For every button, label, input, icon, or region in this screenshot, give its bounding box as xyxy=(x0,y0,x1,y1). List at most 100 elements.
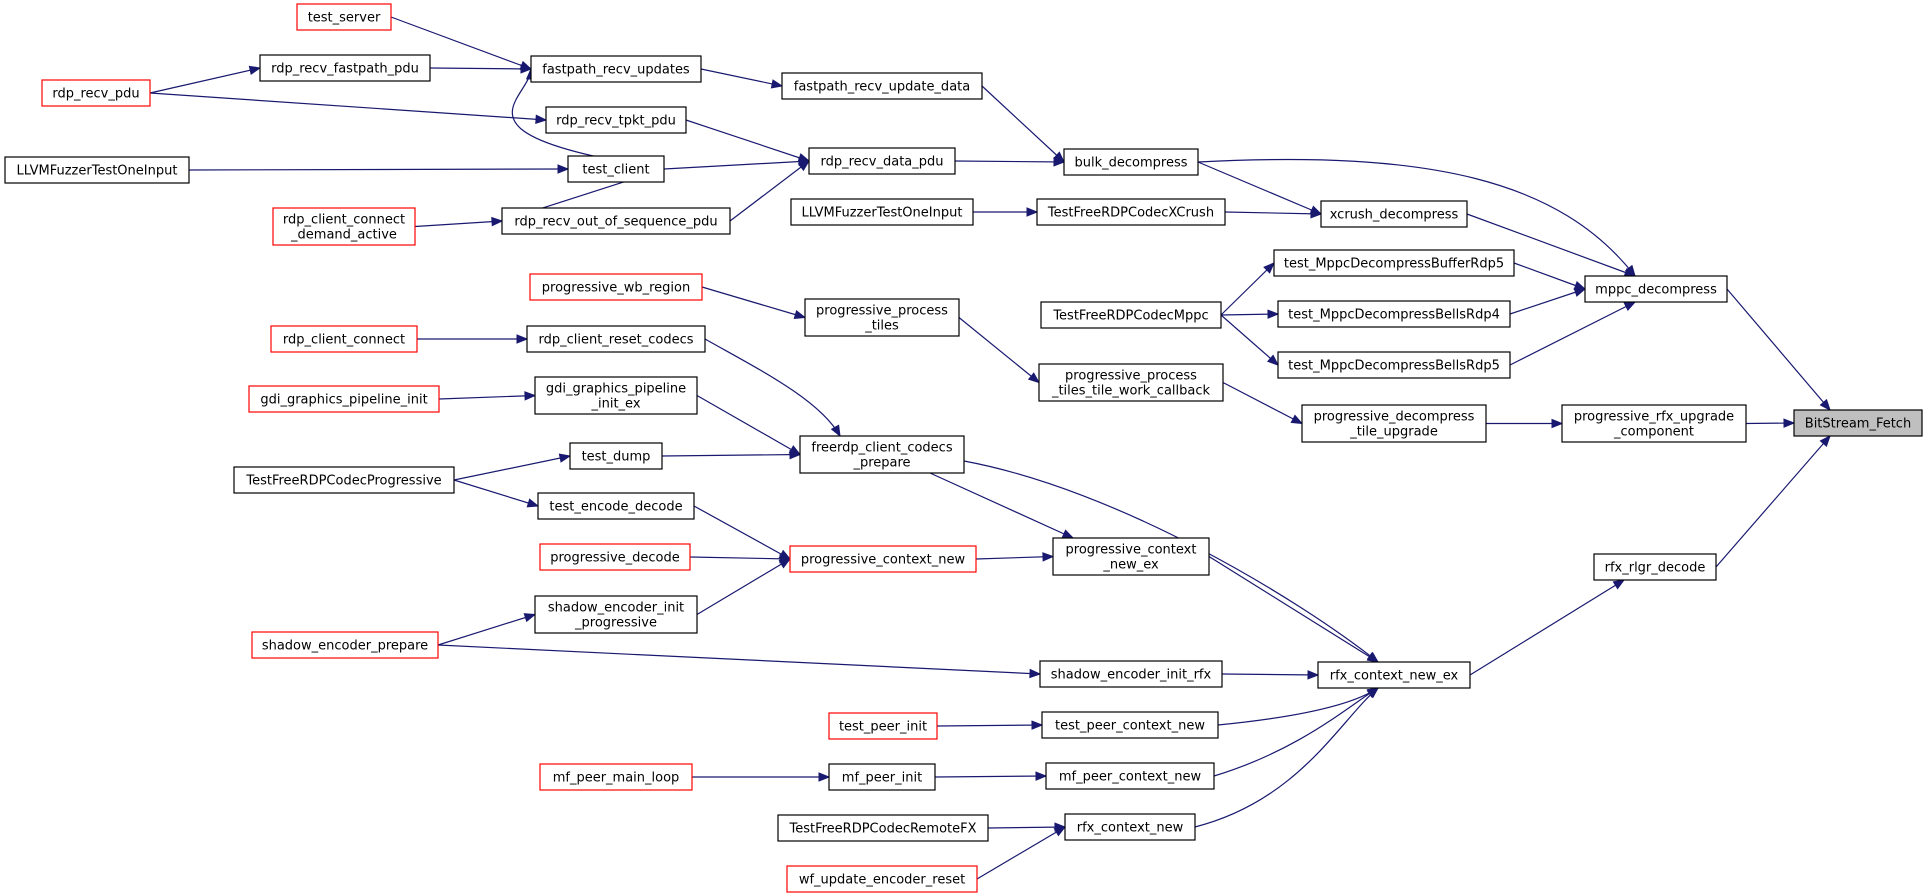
node-label: test_server xyxy=(308,11,381,26)
edge-test_peer_init-to-test_peer_context_new xyxy=(936,720,1044,730)
node-testfreerdpcodecremotefx[interactable]: TestFreeRDPCodecRemoteFX xyxy=(777,814,989,842)
node-gdi_graphics_pipeline_init_ex[interactable]: gdi_graphics_pipeline_init_ex xyxy=(534,376,698,415)
node-label: BitStream_Fetch xyxy=(1805,417,1911,432)
node-label: test_dump xyxy=(582,450,651,465)
edge-rdp_recv_pdu-to-rdp_recv_fastpath_pdu xyxy=(149,65,262,94)
edge-rfx_context_new-to-rfx_context_new_ex xyxy=(1194,687,1380,828)
node-progressive_rfx_upgrade_component[interactable]: progressive_rfx_upgrade_component xyxy=(1561,404,1747,443)
node-label: fastpath_recv_updates xyxy=(542,63,690,78)
node-label: progressive_decode xyxy=(550,551,680,566)
node-label: rdp_recv_pdu xyxy=(52,87,139,102)
node-label: progressive_process xyxy=(1065,369,1197,384)
edge-test_peer_context_new-to-rfx_context_new_ex xyxy=(1217,687,1380,726)
node-test_peer_context_new[interactable]: test_peer_context_new xyxy=(1041,711,1219,739)
node-testfreerdpcodecxcrush[interactable]: TestFreeRDPCodecXCrush xyxy=(1036,198,1226,226)
edge-progressive_context_new_ex-to-rfx_context_new_ex xyxy=(1208,555,1380,663)
node-rfx_rlgr_decode[interactable]: rfx_rlgr_decode xyxy=(1593,553,1717,581)
node-progressive_context_new[interactable]: progressive_context_new xyxy=(789,545,977,573)
node-label: progressive_process xyxy=(816,304,948,319)
node-gdi_graphics_pipeline_init[interactable]: gdi_graphics_pipeline_init xyxy=(248,385,440,413)
node-label: mf_peer_main_loop xyxy=(553,771,680,786)
edge-rfx_rlgr_decode-to-bitstream_fetch xyxy=(1715,434,1831,568)
node-progressive_decompress_tile_upgrade[interactable]: progressive_decompress_tile_upgrade xyxy=(1301,404,1487,443)
node-wf_update_encoder_reset[interactable]: wf_update_encoder_reset xyxy=(786,865,978,893)
edge-testfreerdpcodecprogressive-to-test_dump xyxy=(453,453,572,481)
node-label: _prepare xyxy=(852,456,910,471)
edge-test_encode_decode-to-progressive_context_new xyxy=(693,505,792,560)
node-progressive_process_tiles[interactable]: progressive_process_tiles xyxy=(804,298,960,337)
node-label: test_peer_context_new xyxy=(1055,719,1205,734)
node-fastpath_recv_update_data[interactable]: fastpath_recv_update_data xyxy=(781,72,983,100)
node-llvmfuzzertestoneinput_2[interactable]: LLVMFuzzerTestOneInput xyxy=(790,198,974,226)
node-test_mppcdecompressbufferrdp5[interactable]: test_MppcDecompressBufferRdp5 xyxy=(1273,249,1515,277)
node-label: progressive_rfx_upgrade xyxy=(1574,410,1734,425)
node-fastpath_recv_updates[interactable]: fastpath_recv_updates xyxy=(530,55,702,83)
node-xcrush_decompress[interactable]: xcrush_decompress xyxy=(1320,200,1468,228)
node-mf_peer_main_loop[interactable]: mf_peer_main_loop xyxy=(539,763,693,791)
edge-progressive_decompress_tile_upgrade-to-progressive_rfx_upgrade_component xyxy=(1486,418,1564,429)
node-rdp_recv_tpkt_pdu[interactable]: rdp_recv_tpkt_pdu xyxy=(545,106,687,134)
node-label: wf_update_encoder_reset xyxy=(799,873,965,888)
node-rdp_client_reset_codecs[interactable]: rdp_client_reset_codecs xyxy=(526,325,706,353)
node-rdp_client_connect_demand_active[interactable]: rdp_client_connect_demand_active xyxy=(272,207,416,246)
node-progressive_process_tiles_tile_work_callback[interactable]: progressive_process_tiles_tile_work_call… xyxy=(1038,363,1224,402)
node-label: _demand_active xyxy=(290,228,397,243)
node-rdp_recv_fastpath_pdu[interactable]: rdp_recv_fastpath_pdu xyxy=(259,54,431,82)
node-label: rdp_recv_fastpath_pdu xyxy=(271,62,419,77)
node-mf_peer_context_new[interactable]: mf_peer_context_new xyxy=(1045,762,1215,790)
edge-freerdp_client_codecs_prepare-to-progressive_context_new_ex xyxy=(929,472,1075,539)
node-rdp_client_connect[interactable]: rdp_client_connect xyxy=(270,325,418,353)
edge-gdi_graphics_pipeline_init-to-gdi_graphics_pipeline_init_ex xyxy=(438,391,537,401)
node-test_server[interactable]: test_server xyxy=(296,3,392,31)
node-rfx_context_new[interactable]: rfx_context_new xyxy=(1064,813,1196,841)
node-label: _tiles_tile_work_callback xyxy=(1051,384,1211,399)
node-rfx_context_new_ex[interactable]: rfx_context_new_ex xyxy=(1317,661,1471,689)
edge-rdp_recv_out_of_sequence_pdu-to-rdp_recv_data_pdu xyxy=(729,160,811,222)
node-mf_peer_init[interactable]: mf_peer_init xyxy=(828,763,936,791)
node-shadow_encoder_init_rfx[interactable]: shadow_encoder_init_rfx xyxy=(1039,660,1223,688)
edge-shadow_encoder_prepare-to-shadow_encoder_init_progressive xyxy=(437,613,537,646)
node-llvmfuzzertestoneinput_1[interactable]: LLVMFuzzerTestOneInput xyxy=(4,156,190,184)
node-label: test_MppcDecompressBufferRdp5 xyxy=(1284,257,1504,272)
edge-progressive_decode-to-progressive_context_new xyxy=(689,554,792,564)
edge-testfreerdpcodecxcrush-to-xcrush_decompress xyxy=(1224,209,1323,219)
node-label: freerdp_client_codecs xyxy=(811,441,952,456)
node-test_encode_decode[interactable]: test_encode_decode xyxy=(537,492,695,520)
edge-progressive_context_new-to-progressive_context_new_ex xyxy=(975,552,1055,562)
edge-shadow_encoder_init_rfx-to-rfx_context_new_ex xyxy=(1221,670,1320,680)
node-test_mppcdecompressbellsrdp5[interactable]: test_MppcDecompressBellsRdp5 xyxy=(1277,351,1511,379)
node-test_peer_init[interactable]: test_peer_init xyxy=(828,712,938,740)
node-label: xcrush_decompress xyxy=(1330,208,1459,223)
edge-mf_peer_main_loop-to-mf_peer_init xyxy=(692,772,831,782)
node-mppc_decompress[interactable]: mppc_decompress xyxy=(1584,275,1728,303)
node-shadow_encoder_init_progressive[interactable]: shadow_encoder_init_progressive xyxy=(534,595,698,634)
node-progressive_decode[interactable]: progressive_decode xyxy=(539,543,691,571)
node-progressive_wb_region[interactable]: progressive_wb_region xyxy=(529,273,703,301)
node-label: mppc_decompress xyxy=(1595,283,1717,298)
node-testfreerdpcodecprogressive[interactable]: TestFreeRDPCodecProgressive xyxy=(233,466,455,494)
node-label: rfx_rlgr_decode xyxy=(1605,561,1706,576)
node-label: _component xyxy=(1613,425,1694,440)
edge-gdi_graphics_pipeline_init_ex-to-freerdp_client_codecs_prepare xyxy=(696,394,802,456)
node-shadow_encoder_prepare[interactable]: shadow_encoder_prepare xyxy=(251,631,439,659)
node-testfreerdpcodecmppc[interactable]: TestFreeRDPCodecMppc xyxy=(1040,301,1222,329)
edge-shadow_encoder_prepare-to-shadow_encoder_init_rfx xyxy=(437,644,1042,679)
edge-testfreerdpcodecremotefx-to-rfx_context_new xyxy=(987,822,1067,832)
node-freerdp_client_codecs_prepare[interactable]: freerdp_client_codecs_prepare xyxy=(799,435,965,474)
node-rdp_recv_pdu[interactable]: rdp_recv_pdu xyxy=(41,79,151,107)
node-rdp_recv_out_of_sequence_pdu[interactable]: rdp_recv_out_of_sequence_pdu xyxy=(501,207,731,235)
node-progressive_context_new_ex[interactable]: progressive_context_new_ex xyxy=(1052,537,1210,576)
node-test_mppcdecompressbellsrdp4[interactable]: test_MppcDecompressBellsRdp4 xyxy=(1277,300,1511,328)
edge-mppc_decompress-to-bitstream_fetch xyxy=(1726,288,1831,412)
node-bulk_decompress[interactable]: bulk_decompress xyxy=(1063,148,1199,176)
edge-progressive_process_tiles_tile_work_callback-to-progressive_decompress_tile_upgrade xyxy=(1222,381,1304,425)
node-label: test_peer_init xyxy=(839,720,927,735)
edge-rdp_client_connect_demand_active-to-rdp_recv_out_of_sequence_pdu xyxy=(414,216,504,228)
node-test_client[interactable]: test_client xyxy=(567,155,665,183)
edge-testfreerdpcodecprogressive-to-test_encode_decode xyxy=(453,479,540,508)
node-bitstream_fetch[interactable]: BitStream_Fetch xyxy=(1793,409,1923,437)
node-label: TestFreeRDPCodecXCrush xyxy=(1047,206,1214,221)
node-label: mf_peer_init xyxy=(842,771,922,786)
node-rdp_recv_data_pdu[interactable]: rdp_recv_data_pdu xyxy=(808,147,956,175)
node-test_dump[interactable]: test_dump xyxy=(569,442,663,470)
